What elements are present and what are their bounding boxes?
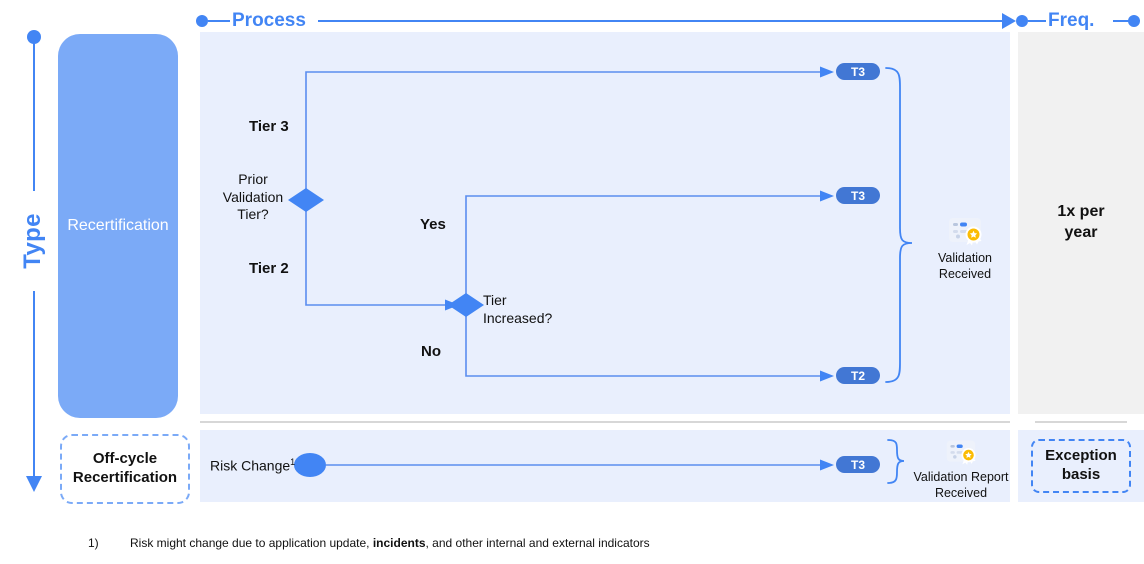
panel-divider — [200, 421, 1010, 423]
svg-text:T3: T3 — [851, 458, 865, 472]
svg-text:T3: T3 — [851, 65, 865, 79]
branch-label-tier2: Tier 2 — [249, 260, 289, 277]
frequency-axis-header: Freq. — [1016, 10, 1144, 32]
frequency-axis-line-right — [1113, 20, 1129, 22]
footnote-text-bold: incidents — [372, 536, 426, 550]
process-axis-label: Process — [232, 10, 306, 31]
recertification-block[interactable]: Recertification — [58, 34, 178, 418]
validation-award-icon — [946, 440, 976, 465]
process-axis-header: Process — [196, 10, 1016, 32]
branch-label-no: No — [421, 343, 441, 360]
process-axis-dot-icon — [196, 15, 208, 27]
footnote: 1) Risk might change due to application u… — [88, 536, 988, 550]
footnote-marker: 1) — [88, 536, 99, 550]
frequency-axis-line-left — [1028, 20, 1046, 22]
footnote-text-before: Risk might change due to application upd… — [130, 536, 373, 550]
offcycle-start-text: Risk Change — [210, 457, 291, 474]
offcycle-start-footnote-marker: 1 — [290, 457, 296, 467]
footnote-text-after: , and other internal and external indica… — [425, 536, 650, 550]
svg-text:T2: T2 — [851, 369, 865, 383]
branch-label-tier3: Tier 3 — [249, 118, 289, 135]
frequency-axis-dot-right-icon — [1128, 15, 1140, 27]
recertification-process-panel — [200, 32, 1010, 414]
type-axis-arrow-icon — [26, 476, 42, 492]
process-axis-line-right — [318, 20, 1002, 22]
type-axis-label: Type — [15, 191, 51, 291]
process-axis-arrow-icon — [1002, 13, 1016, 29]
frequency-axis-dot-left-icon — [1016, 15, 1028, 27]
svg-text:T3: T3 — [851, 189, 865, 203]
validation-award-icon — [949, 218, 982, 246]
frequency-axis-label: Freq. — [1048, 10, 1095, 31]
offcycle-flow-lines: T3 — [294, 439, 905, 484]
frequency-panel-divider — [1035, 421, 1127, 423]
offcycle-start-label: Risk Change1 — [210, 457, 295, 474]
process-axis-line-left — [208, 20, 230, 22]
branch-label-yes: Yes — [420, 216, 446, 233]
recertification-flow-lines: T3 T3 T2 — [288, 63, 913, 384]
recertification-label: Recertification — [67, 217, 169, 234]
type-axis: Type — [14, 28, 54, 498]
